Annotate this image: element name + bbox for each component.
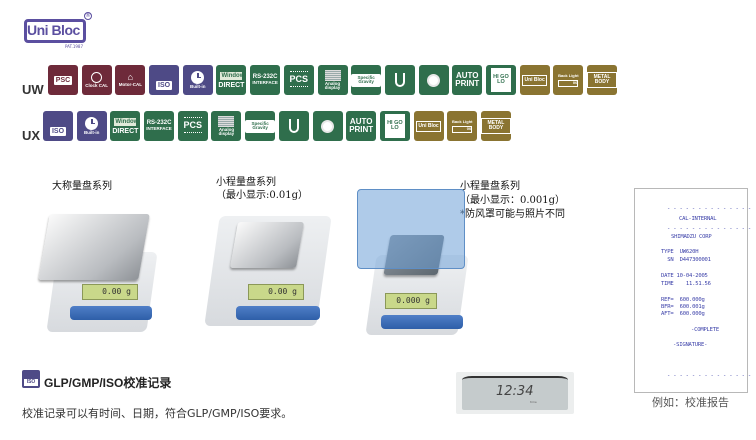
timer-icon bbox=[418, 65, 449, 95]
draft-shield bbox=[357, 189, 465, 269]
report-line: TYPE UW620H bbox=[661, 249, 699, 255]
hook-icon bbox=[384, 65, 415, 95]
report-separator: - - - - - - - - - - - - - - bbox=[667, 206, 752, 212]
scale-photo-draft-shield: 0.000 g bbox=[355, 185, 470, 340]
metal-body-icon: METAL BODY bbox=[587, 65, 617, 95]
scale-display: 0.00 g bbox=[82, 284, 138, 300]
lcd-screen bbox=[462, 376, 568, 410]
glp-section-description: 校准记录可以有时间、日期，符合GLP/GMP/ISO要求。 bbox=[22, 407, 293, 420]
pcs-icon: PCS bbox=[283, 65, 314, 95]
specific-gravity-icon: Specific Gravity bbox=[351, 65, 382, 95]
scale-photo-large-pan: 0.00 g bbox=[30, 212, 160, 337]
clock-cal-icon: Clock CAL bbox=[81, 65, 112, 95]
scale-keypad bbox=[236, 306, 320, 320]
report-line: SHIMADZU CORP bbox=[671, 234, 712, 240]
row-label-uw: UW bbox=[22, 82, 44, 97]
metal-body-icon: METAL BODY bbox=[480, 111, 511, 141]
pcs-icon: PCS bbox=[177, 111, 208, 141]
timer-icon bbox=[312, 111, 343, 141]
unibloc-icon: Uni Bloc bbox=[413, 111, 444, 141]
scale-photo-small-pan: 0.00 g bbox=[200, 212, 332, 337]
scale-keypad bbox=[70, 306, 152, 320]
psc-icon: PSC bbox=[48, 65, 78, 95]
unibloc-icon: Uni Bloc bbox=[519, 65, 550, 95]
lcd-unit: time bbox=[530, 400, 537, 404]
report-line: -COMPLETE bbox=[691, 327, 720, 333]
report-separator: - - - - - - - - - - - - - - bbox=[667, 226, 752, 232]
analog-display-icon: Analog display bbox=[211, 111, 242, 141]
report-separator: - - - - - - - - - - - - - - bbox=[667, 373, 752, 379]
hook-icon bbox=[278, 111, 309, 141]
unibloc-logo: Uni Bloc ® PAT.1987 bbox=[22, 12, 92, 49]
product-caption-small-pan-0001: 小程量盘系列 （最小显示：0.001g） *防风罩可能与照片不同 bbox=[460, 181, 566, 220]
report-line: REF= 600.000g bbox=[661, 297, 705, 303]
uw-feature-icons: PSC Clock CAL ⌂Motor-CAL ISO Built-in Wi… bbox=[48, 65, 617, 95]
auto-print-icon: AUTO PRINT bbox=[452, 65, 483, 95]
motor-cal-icon: ⌂Motor-CAL bbox=[115, 65, 146, 95]
scale-display: 0.00 g bbox=[248, 284, 304, 300]
product-caption-large-pan: 大称量盘系列 bbox=[52, 181, 112, 192]
specific-gravity-icon: Specific Gravity bbox=[245, 111, 276, 141]
logo-patent: PAT.1987 bbox=[65, 44, 84, 49]
hi-go-lo-icon: HI GO LO bbox=[485, 65, 516, 95]
built-in-clock-icon: Built-in bbox=[182, 65, 213, 95]
report-line: AFT= 600.000g bbox=[661, 311, 705, 317]
report-line: CAL-INTERNAL bbox=[679, 216, 717, 222]
scale-keypad bbox=[381, 315, 463, 329]
hi-go-lo-icon: HI GO LO bbox=[379, 111, 410, 141]
logo-text: Uni Bloc bbox=[27, 22, 80, 38]
lcd-time-value: 12:34 bbox=[496, 384, 534, 399]
row-label-ux: UX bbox=[22, 128, 41, 143]
iso-icon: ISO bbox=[43, 111, 73, 141]
report-caption: 例如：校准报告 bbox=[652, 396, 729, 409]
report-line: -SIGNATURE- bbox=[673, 342, 708, 348]
iso-icon: ISO bbox=[149, 65, 180, 95]
built-in-clock-icon: Built-in bbox=[76, 111, 107, 141]
report-line: DATE 10-04-2005 bbox=[661, 273, 708, 279]
registered-mark: ® bbox=[84, 12, 92, 20]
lcd-time-display-photo: 12:34 time bbox=[456, 372, 574, 414]
analog-display-icon: Analog display bbox=[317, 65, 348, 95]
report-line: SN D447300001 bbox=[661, 257, 711, 263]
scale-display: 0.000 g bbox=[385, 293, 437, 309]
logo-frame bbox=[24, 19, 86, 43]
report-line: TIME 11.51.56 bbox=[661, 281, 711, 287]
glp-section-title: GLP/GMP/ISO校准记录 bbox=[44, 376, 172, 390]
product-caption-small-pan-001: 小程量盘系列 （最小显示:0.01g） bbox=[216, 177, 309, 201]
calibration-report-printout: - - - - - - - - - - - - - - CAL-INTERNAL… bbox=[634, 188, 752, 393]
report-line: BFR= 600.001g bbox=[661, 304, 705, 310]
auto-print-icon: AUTO PRINT bbox=[346, 111, 377, 141]
iso-icon: ISO bbox=[22, 370, 40, 388]
